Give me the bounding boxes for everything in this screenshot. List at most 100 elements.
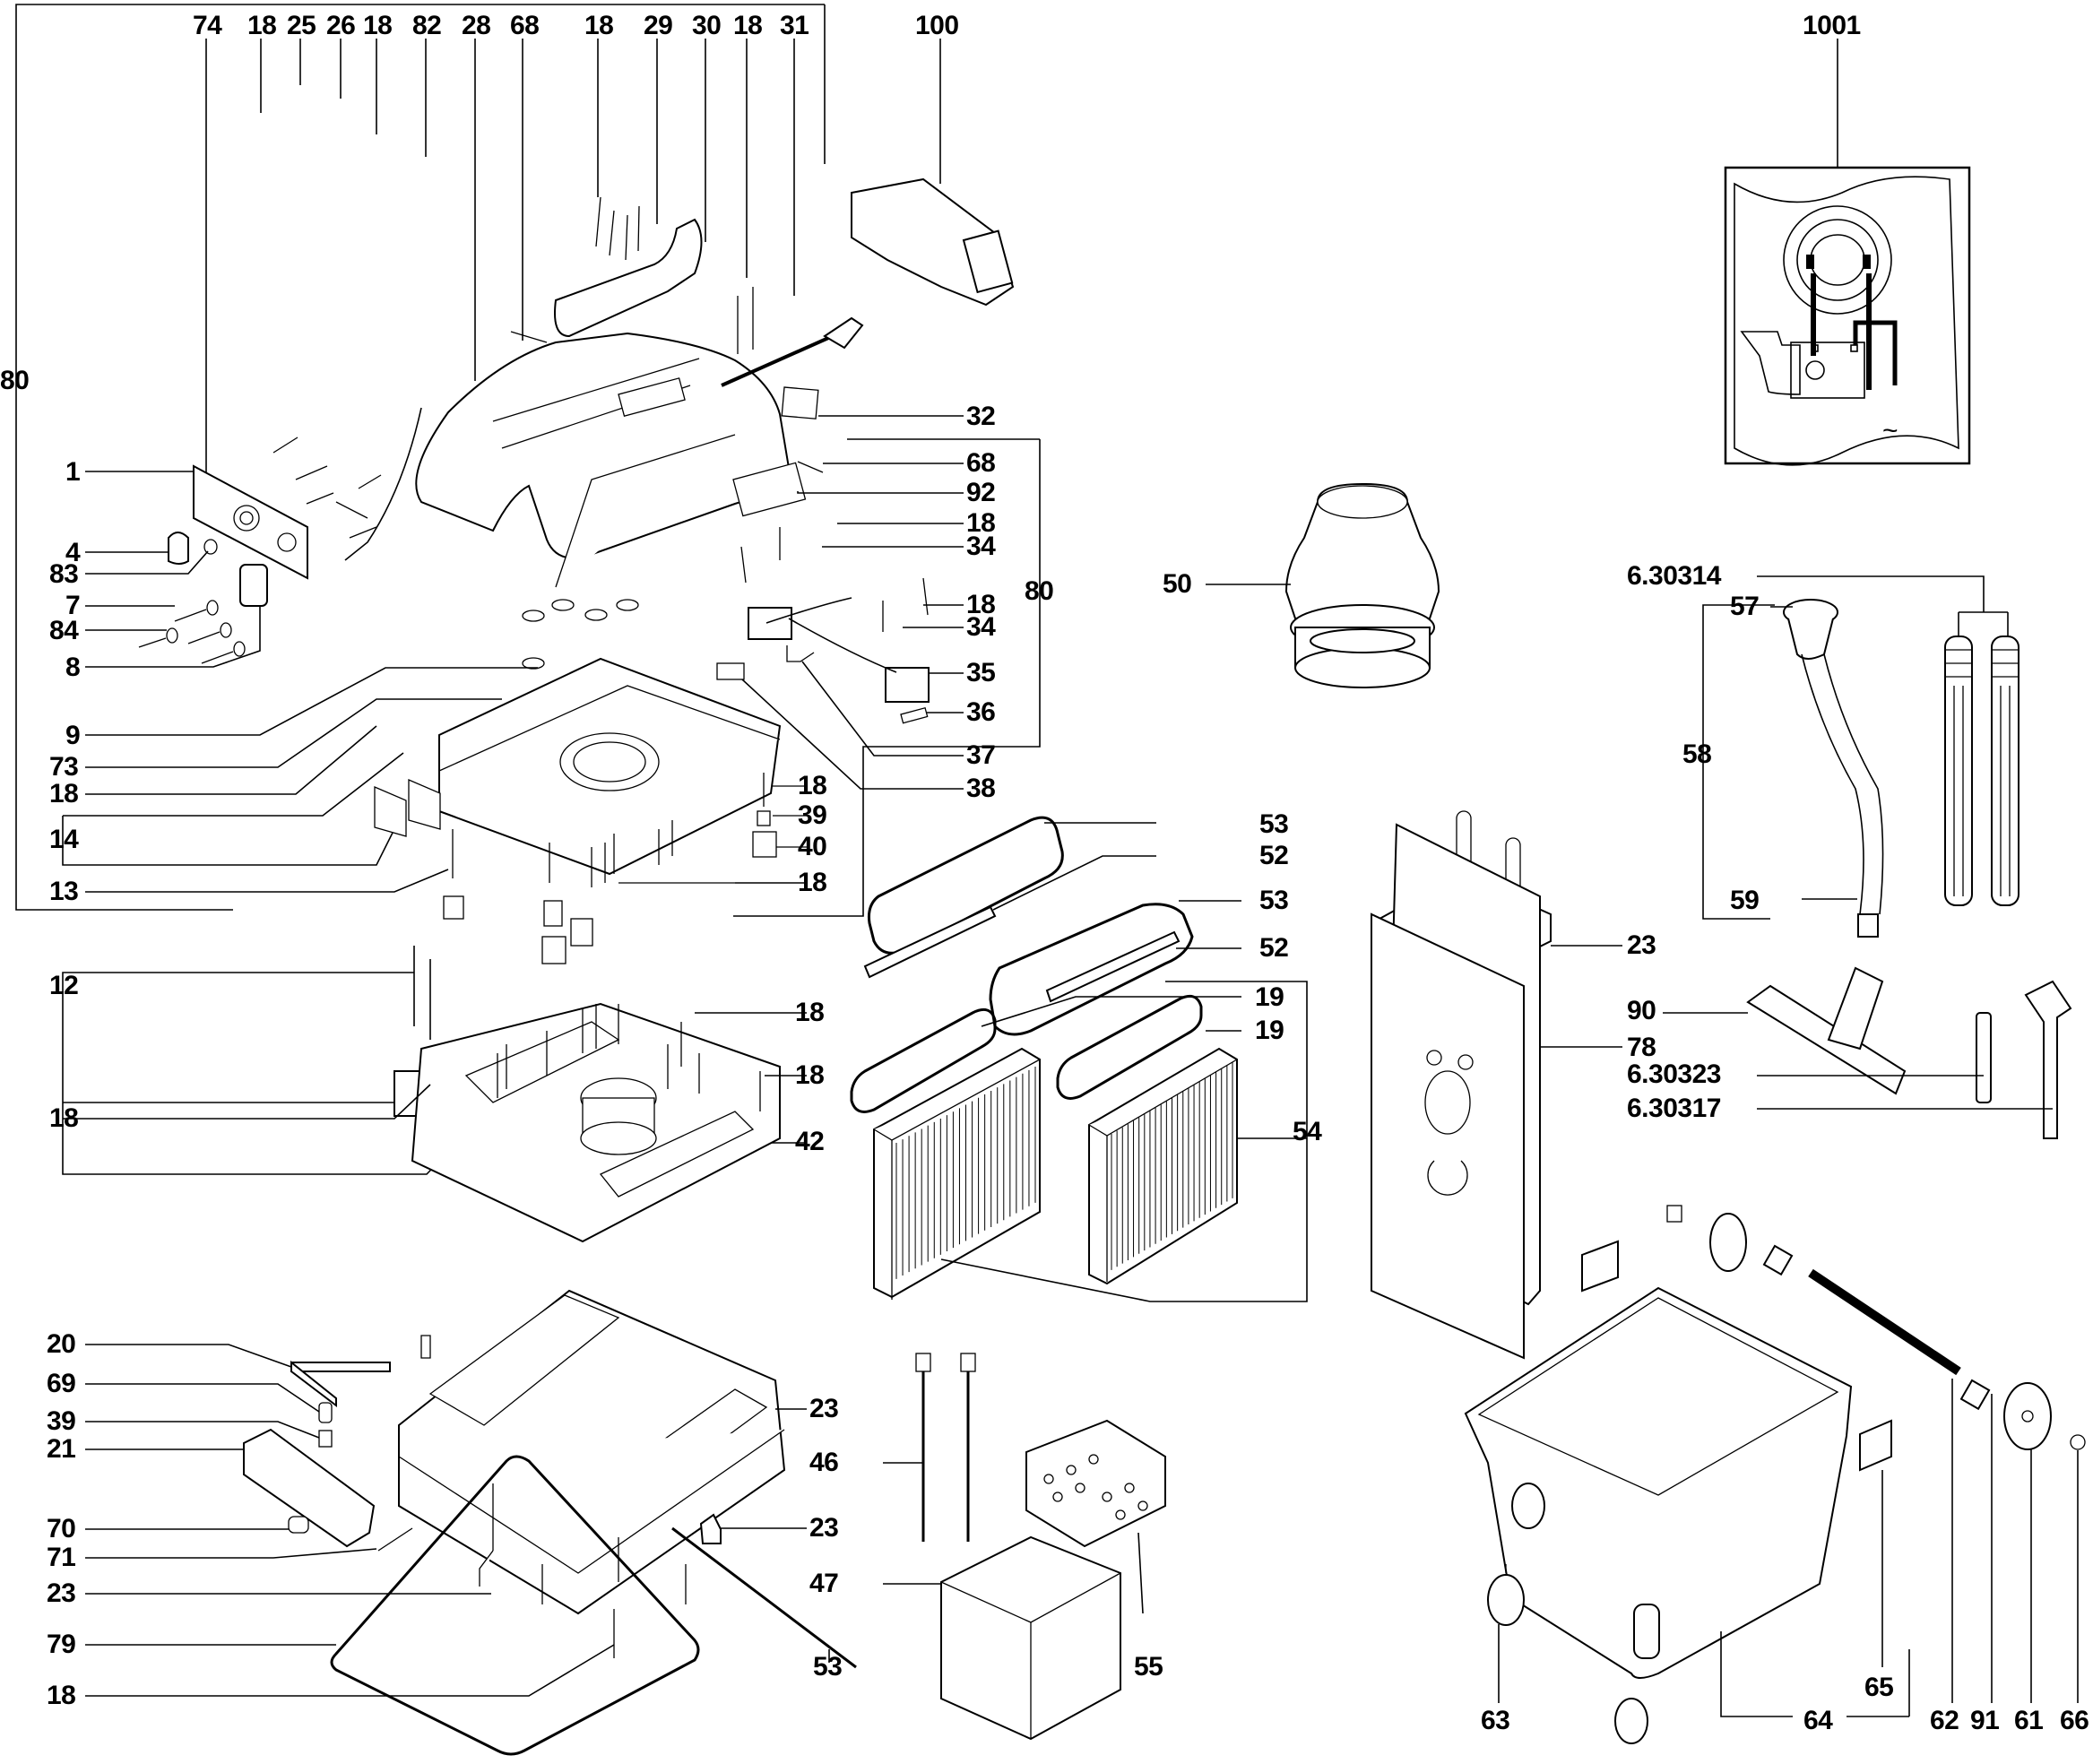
label-18: 18 bbox=[47, 1681, 76, 1710]
screw-cluster bbox=[443, 773, 807, 964]
label-23: 23 bbox=[809, 1394, 839, 1423]
top-leaders bbox=[205, 39, 1838, 484]
label-65: 65 bbox=[1864, 1673, 1894, 1702]
label-92: 92 bbox=[966, 478, 996, 507]
label-6-30317: 6.30317 bbox=[1627, 1094, 1721, 1123]
label-4: 4 bbox=[65, 538, 81, 567]
label-1: 1 bbox=[65, 457, 81, 487]
label-9: 9 bbox=[65, 721, 81, 750]
label-50: 50 bbox=[1163, 569, 1192, 599]
label-31: 31 bbox=[780, 11, 809, 40]
label-39: 39 bbox=[47, 1406, 76, 1436]
label-70: 70 bbox=[47, 1514, 76, 1544]
label-7: 7 bbox=[65, 591, 81, 620]
label-35: 35 bbox=[966, 658, 996, 687]
label-23: 23 bbox=[809, 1513, 839, 1543]
group-12-bracket bbox=[62, 946, 471, 1175]
label-40: 40 bbox=[798, 832, 827, 861]
label-66: 66 bbox=[2060, 1706, 2089, 1735]
label-78: 78 bbox=[1627, 1033, 1656, 1062]
label-53: 53 bbox=[1259, 886, 1289, 915]
latch-parts bbox=[85, 1344, 413, 1559]
label-68: 68 bbox=[966, 448, 996, 478]
label-68: 68 bbox=[510, 11, 540, 40]
label-21: 21 bbox=[47, 1434, 76, 1464]
label-80: 80 bbox=[0, 366, 30, 395]
switch-leaders bbox=[85, 471, 261, 668]
label-54: 54 bbox=[1293, 1117, 1322, 1146]
label-18: 18 bbox=[49, 1103, 79, 1133]
label-34: 34 bbox=[966, 612, 996, 642]
label-36: 36 bbox=[966, 697, 996, 727]
floor-nozzle-part bbox=[1663, 966, 1907, 1095]
label-47: 47 bbox=[809, 1569, 839, 1598]
label-23: 23 bbox=[47, 1578, 76, 1608]
rod-53-part bbox=[671, 1526, 857, 1669]
label-8: 8 bbox=[65, 653, 81, 682]
label-39: 39 bbox=[798, 800, 827, 830]
label-61: 61 bbox=[2014, 1706, 2044, 1735]
label-53: 53 bbox=[813, 1652, 843, 1682]
label-13: 13 bbox=[49, 877, 79, 906]
motor-housing-part bbox=[63, 1002, 807, 1243]
pin-68-part bbox=[510, 331, 548, 343]
container-parts bbox=[883, 1353, 1166, 1741]
hose-part bbox=[1702, 599, 1884, 938]
label-12: 12 bbox=[49, 971, 79, 1000]
clip-23-part bbox=[699, 1513, 722, 1544]
wiring-diagram-panel: ~ bbox=[1724, 166, 1971, 466]
label-34: 34 bbox=[966, 532, 996, 561]
label-23: 23 bbox=[1627, 930, 1656, 960]
tank-part bbox=[1464, 1286, 1910, 1717]
label-100: 100 bbox=[915, 11, 959, 40]
label-19: 19 bbox=[1255, 1016, 1284, 1045]
label-18: 18 bbox=[966, 590, 996, 619]
label-19: 19 bbox=[1255, 982, 1284, 1012]
extension-tubes-part bbox=[1757, 575, 2019, 906]
label-83: 83 bbox=[49, 559, 79, 589]
label-64: 64 bbox=[1803, 1706, 1833, 1735]
label-18: 18 bbox=[247, 11, 277, 40]
label-18: 18 bbox=[798, 868, 827, 897]
gasket-79-part bbox=[85, 1455, 700, 1756]
label-18: 18 bbox=[966, 508, 996, 538]
label-58: 58 bbox=[1682, 739, 1712, 769]
electronics-module-part bbox=[851, 177, 1015, 307]
label-62: 62 bbox=[1930, 1706, 1959, 1735]
label-71: 71 bbox=[47, 1543, 76, 1572]
label-18: 18 bbox=[795, 1060, 825, 1090]
knob-part bbox=[168, 532, 189, 565]
label-6-30314: 6.30314 bbox=[1627, 561, 1721, 591]
label-59: 59 bbox=[1730, 886, 1760, 915]
label-25: 25 bbox=[287, 11, 316, 40]
label-53: 53 bbox=[1259, 809, 1289, 839]
ac-symbol: ~ bbox=[1882, 416, 1898, 445]
label-26: 26 bbox=[326, 11, 356, 40]
filter-parts bbox=[850, 816, 1308, 1302]
label-79: 79 bbox=[47, 1630, 76, 1659]
label-55: 55 bbox=[1134, 1652, 1163, 1682]
label-18: 18 bbox=[733, 11, 763, 40]
label-1001: 1001 bbox=[1803, 11, 1861, 40]
upper-housing-part bbox=[62, 599, 782, 893]
label-20: 20 bbox=[47, 1329, 76, 1359]
label-42: 42 bbox=[795, 1127, 825, 1156]
center-small-parts bbox=[716, 386, 1041, 917]
label-18: 18 bbox=[363, 11, 393, 40]
screws-top-left bbox=[272, 437, 382, 539]
label-69: 69 bbox=[47, 1369, 76, 1398]
label-29: 29 bbox=[644, 11, 673, 40]
castor-part bbox=[1487, 1564, 1648, 1744]
label-28: 28 bbox=[462, 11, 491, 40]
label-30: 30 bbox=[692, 11, 722, 40]
label-18: 18 bbox=[795, 998, 825, 1027]
label-32: 32 bbox=[966, 402, 996, 431]
label-18: 18 bbox=[584, 11, 614, 40]
label-73: 73 bbox=[49, 752, 79, 782]
label-6-30323: 6.30323 bbox=[1627, 1059, 1721, 1089]
crevice-tools-part bbox=[1757, 980, 2072, 1139]
group-80-bracket bbox=[15, 4, 826, 911]
hood-part bbox=[415, 332, 791, 588]
filter-pleats bbox=[895, 1062, 1233, 1279]
